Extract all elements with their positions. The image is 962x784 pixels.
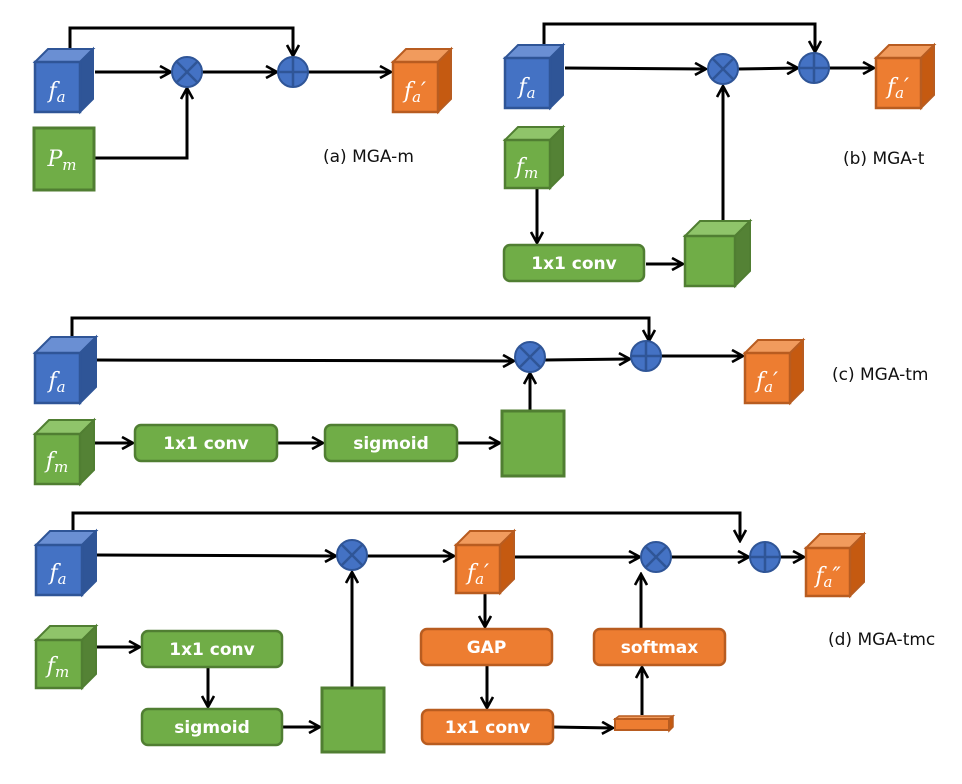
panel-a-input-fa-cube-front-face bbox=[33, 60, 82, 114]
panel-b-input-fm-cube-front-face bbox=[503, 138, 552, 190]
multiply-icon-stroke bbox=[711, 57, 735, 81]
panel-b-edge-skip bbox=[542, 22, 815, 52]
panel-d-edge-skip bbox=[71, 511, 740, 541]
panel-b-conv-block-label: 1x1 conv bbox=[531, 254, 616, 274]
panel-a-output-cube-front-face bbox=[391, 60, 440, 114]
panel-c-edge-skip bbox=[70, 316, 649, 341]
panel-a-output-cube bbox=[390, 46, 454, 115]
panel-c-edge-fa-to-mul bbox=[94, 360, 514, 361]
panel-d-gap-block-box bbox=[419, 627, 554, 667]
panel-c-sigmoid-block bbox=[323, 423, 459, 463]
panel-c-conv-block-box bbox=[133, 423, 279, 463]
panel-b-caption: (b) MGA-t bbox=[843, 149, 925, 169]
panel-d-softmax-block bbox=[592, 627, 727, 667]
panel-d-sigmoid-block-label: sigmoid bbox=[174, 718, 250, 738]
multiply-icon-stroke bbox=[644, 545, 668, 569]
panel-d-edge-fa-to-mul bbox=[95, 555, 336, 556]
panel-d-softmax-block-label: softmax bbox=[621, 638, 699, 658]
panel-d-conv-block-box bbox=[140, 629, 284, 669]
panel-d-caption: (d) MGA-tmc bbox=[828, 630, 935, 650]
panel-d-attention-map bbox=[320, 686, 386, 754]
panel-c-add-op bbox=[630, 340, 662, 372]
panel-d-conv-block-2-box bbox=[420, 708, 555, 746]
panel-a-edge-pm-to-mul bbox=[94, 88, 187, 160]
panel-c-conv-block bbox=[133, 423, 279, 463]
panel-c-caption: (c) MGA-tm bbox=[832, 365, 928, 385]
panel-d-conv-block-label: 1x1 conv bbox=[169, 640, 254, 660]
panel-d-conv-block-2-label: 1x1 conv bbox=[445, 718, 530, 738]
panel-c-input-fm-cube bbox=[32, 417, 97, 487]
panel-d-edge-conv-to-vector bbox=[552, 727, 613, 728]
panel-c-edge-mul-to-add bbox=[544, 359, 630, 360]
panel-b-feature-cube bbox=[682, 218, 753, 289]
multiply-icon-stroke bbox=[518, 345, 542, 369]
panel-d-input-fm-cube bbox=[33, 623, 99, 691]
panel-a-input-pm-square bbox=[32, 126, 96, 192]
panel-d-gap-block-label: GAP bbox=[467, 638, 507, 658]
panel-c-output-cube bbox=[742, 337, 806, 406]
panel-b-edge-mul-to-add bbox=[737, 68, 798, 69]
panel-b-conv-block-box bbox=[502, 243, 646, 283]
panel-b-output-cube bbox=[873, 42, 937, 111]
panel-d-multiply-op-2 bbox=[640, 541, 672, 573]
panel-b-input-fa-cube bbox=[502, 42, 566, 111]
panel-d-mid-cube-front-face bbox=[454, 543, 502, 595]
panel-d-input-fa-cube-front-face bbox=[34, 543, 84, 597]
panel-a-multiply-op bbox=[171, 56, 203, 88]
panel-c-sigmoid-block-label: sigmoid bbox=[353, 434, 429, 454]
panel-d-output-cube bbox=[803, 531, 867, 599]
panel-d-gap-block bbox=[419, 627, 554, 667]
panel-a-input-pm-label: Pm bbox=[46, 147, 76, 174]
panel-d-channel-vector-front bbox=[614, 718, 670, 731]
panel-b-input-fm-cube bbox=[502, 124, 566, 191]
panel-d-mid-cube bbox=[453, 528, 517, 596]
panel-b-edge-fa-to-mul bbox=[564, 68, 706, 69]
panel-b-output-cube-front-face bbox=[874, 56, 923, 110]
panel-c-input-fa-cube-front-face bbox=[33, 351, 82, 405]
panel-d-sigmoid-block-box bbox=[140, 707, 284, 747]
panel-b-feature-cube-front-face bbox=[683, 234, 737, 288]
panel-c-sigmoid-block-box bbox=[323, 423, 459, 463]
panel-d-softmax-block-box bbox=[592, 627, 727, 667]
panel-d-input-fa-cube bbox=[33, 528, 99, 598]
panel-d-conv-block bbox=[140, 629, 284, 669]
panel-c-conv-block-label: 1x1 conv bbox=[163, 434, 248, 454]
panel-a-add-op bbox=[277, 56, 309, 88]
panel-c-output-cube-front-face bbox=[743, 351, 792, 405]
multiply-icon-stroke bbox=[175, 60, 199, 84]
panel-b-input-fa-cube-front-face bbox=[503, 56, 552, 110]
multiply-icon-stroke bbox=[340, 543, 364, 567]
panel-c-multiply-op bbox=[514, 341, 546, 373]
panel-a-input-fa-cube bbox=[32, 46, 96, 115]
panel-c-input-fm-cube-front-face bbox=[33, 432, 82, 486]
panel-d-sigmoid-block bbox=[140, 707, 284, 747]
panel-c-input-fa-cube bbox=[32, 334, 99, 406]
panel-d-channel-vector bbox=[612, 714, 676, 733]
panel-d-add-op bbox=[749, 541, 781, 573]
panel-a-edge-skip bbox=[68, 26, 293, 56]
panel-b-conv-block bbox=[502, 243, 646, 283]
panel-d-conv-block-2 bbox=[420, 708, 555, 746]
panel-d-output-cube-front-face bbox=[804, 546, 852, 598]
panel-d-multiply-op-1 bbox=[336, 539, 368, 571]
panel-c-attention-map bbox=[500, 409, 566, 478]
panel-b-multiply-op bbox=[707, 53, 739, 85]
panel-b-add-op bbox=[798, 52, 830, 84]
panel-a-caption: (a) MGA-m bbox=[323, 147, 414, 167]
panel-d-input-fm-cube-front-face bbox=[34, 638, 84, 690]
